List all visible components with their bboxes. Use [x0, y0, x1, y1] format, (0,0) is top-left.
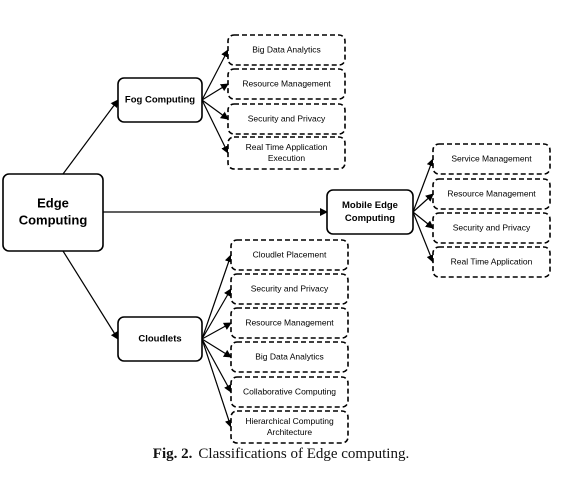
- leaf-node-fog-security-and-privacy-frame: [227, 103, 346, 135]
- edge-root-to-cloudlets: [62, 250, 119, 340]
- leaf-node-cloudlets-cloudlet-placement-label: Cloudlet Placement: [253, 249, 327, 259]
- leaf-node-mec-real-time-application: Real Time Application: [432, 246, 551, 278]
- edge-mec-to-real-time-application: [412, 211, 435, 263]
- category-node-mec-frame: [326, 189, 414, 235]
- leaf-node-fog-resource-management: Resource Management: [227, 68, 346, 100]
- edge-mec-to-resource-management: [412, 193, 434, 213]
- category-node-cloudlets-label: Cloudlets: [138, 334, 181, 345]
- leaf-node-mec-security-and-privacy-frame: [432, 212, 551, 244]
- edge-fog-to-resource-management: [201, 83, 229, 101]
- edge-cloudlets-to-big-data-analytics: [201, 338, 232, 358]
- leaf-node-mec-resource-management-frame: [432, 178, 551, 210]
- leaf-node-mec-resource-management: Resource Management: [432, 178, 551, 210]
- leaf-node-cloudlets-cloudlet-placement: Cloudlet Placement: [230, 239, 349, 271]
- root-node-edge-computing-frame: [2, 173, 104, 252]
- leaf-node-mec-service-management-label: Service Management: [451, 153, 532, 163]
- leaf-node-cloudlets-resource-management: Resource Management: [230, 307, 349, 339]
- caption-text: Classifications of Edge computing.: [198, 446, 410, 462]
- leaf-node-cloudlets-resource-management-label: Resource Management: [245, 317, 334, 327]
- leaf-node-fog-resource-management-label: Resource Management: [242, 78, 331, 88]
- category-node-fog-frame: [117, 77, 203, 123]
- leaf-node-fog-big-data-analytics-label: Big Data Analytics: [252, 44, 321, 54]
- leaf-node-fog-big-data-analytics: Big Data Analytics: [227, 34, 346, 66]
- leaf-node-cloudlets-big-data-analytics-label: Big Data Analytics: [255, 351, 324, 361]
- leaf-node-fog-real-time-application-execution-frame: [227, 136, 346, 170]
- edge-cloudlets-to-security-and-privacy: [201, 288, 232, 340]
- leaf-node-mec-service-management: Service Management: [432, 143, 551, 175]
- edge-cloudlets-to-collaborative-computing: [201, 338, 232, 393]
- leaf-node-cloudlets-security-and-privacy-frame: [230, 273, 349, 305]
- edge-cloudlets-to-cloudlet-placement: [201, 254, 233, 340]
- edge-cloudlets-to-resource-management: [201, 322, 232, 340]
- leaf-node-fog-resource-management-frame: [227, 68, 346, 100]
- leaf-node-fog-big-data-analytics-frame: [227, 34, 346, 66]
- leaf-node-mec-real-time-application-frame: [432, 246, 551, 278]
- category-node-cloudlets-frame: [117, 316, 203, 362]
- caption-label: Fig. 2.: [152, 446, 193, 462]
- edge-fog-to-real-time-application-execution: [201, 99, 229, 154]
- leaf-node-cloudlets-big-data-analytics: Big Data Analytics: [230, 341, 349, 373]
- leaf-node-mec-security-and-privacy-label: Security and Privacy: [453, 222, 531, 232]
- category-node-fog-label: Fog Computing: [125, 95, 195, 106]
- leaf-node-cloudlets-resource-management-frame: [230, 307, 349, 339]
- category-node-cloudlets: Cloudlets: [117, 316, 203, 362]
- edge-fog-to-security-and-privacy: [201, 99, 229, 120]
- edges-layer: [62, 49, 435, 428]
- leaf-node-cloudlets-hierarchical-computing-architecture-frame: [230, 410, 349, 444]
- edge-fog-to-big-data-analytics: [201, 49, 229, 101]
- leaf-node-cloudlets-security-and-privacy: Security and Privacy: [230, 273, 349, 305]
- leaf-node-mec-service-management-frame: [432, 143, 551, 175]
- leaf-node-cloudlets-big-data-analytics-frame: [230, 341, 349, 373]
- edge-mec-to-service-management: [412, 158, 435, 213]
- leaf-node-mec-real-time-application-label: Real Time Application: [451, 256, 533, 266]
- edge-root-to-fog: [62, 99, 119, 175]
- leaf-node-cloudlets-collaborative-computing-label: Collaborative Computing: [243, 386, 336, 396]
- leaf-node-cloudlets-collaborative-computing-frame: [230, 376, 349, 408]
- leaf-node-cloudlets-security-and-privacy-label: Security and Privacy: [251, 283, 329, 293]
- edge-cloudlets-to-hierarchical-computing-architecture: [201, 338, 233, 428]
- category-node-fog: Fog Computing: [117, 77, 203, 123]
- leaf-node-mec-security-and-privacy: Security and Privacy: [432, 212, 551, 244]
- edge-mec-to-security-and-privacy: [412, 211, 434, 229]
- leaf-node-fog-security-and-privacy-label: Security and Privacy: [248, 113, 326, 123]
- leaf-node-mec-resource-management-label: Resource Management: [447, 188, 536, 198]
- leaf-node-cloudlets-collaborative-computing: Collaborative Computing: [230, 376, 349, 408]
- figure-caption: Fig. 2. Classifications of Edge computing…: [0, 446, 562, 463]
- leaf-node-fog-security-and-privacy: Security and Privacy: [227, 103, 346, 135]
- leaf-node-cloudlets-cloudlet-placement-frame: [230, 239, 349, 271]
